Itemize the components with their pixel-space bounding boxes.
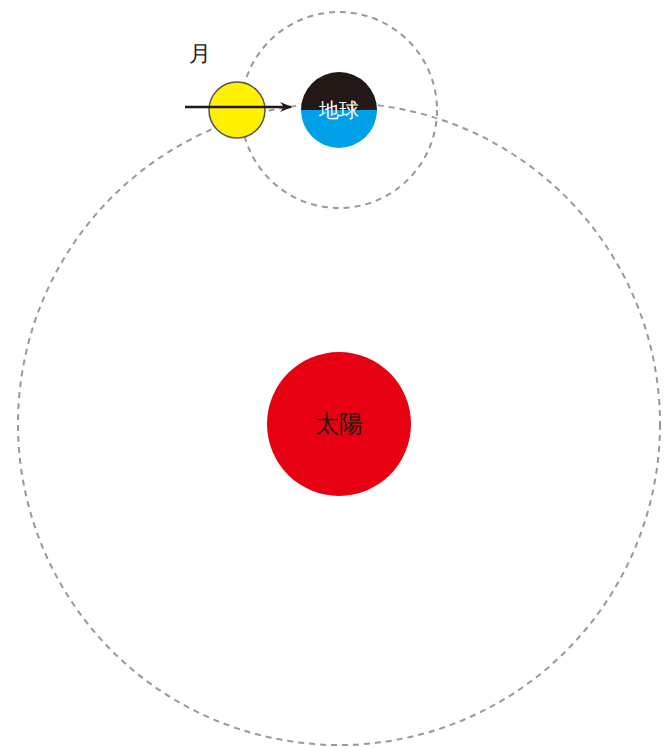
sun-circle: 太陽 [267, 352, 411, 496]
node-label: 月 [189, 42, 211, 66]
moon-circle: 月 [209, 82, 265, 138]
earth-circle: 地球 [301, 72, 377, 148]
moon-body [209, 82, 265, 138]
node-label: 太陽 [315, 411, 363, 437]
arrow-connector [185, 106, 291, 109]
earth-orbit [18, 103, 660, 745]
moon-orbit [241, 12, 437, 208]
node-label: 地球 [319, 99, 359, 121]
